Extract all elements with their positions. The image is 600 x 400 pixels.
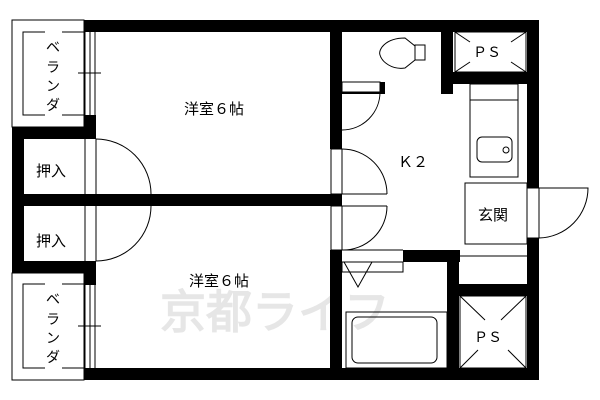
kitchen-label: Ｋ２ xyxy=(398,153,428,171)
closet-top: 押入 xyxy=(36,138,152,195)
veranda-char: ン xyxy=(46,79,60,95)
toilet-room xyxy=(341,37,426,131)
closet-bottom: 押入 xyxy=(36,205,152,262)
pipe-shaft-bottom: ＰＳ xyxy=(459,295,527,369)
washbasin-icon xyxy=(343,261,373,289)
kitchen-sink-icon xyxy=(476,136,513,163)
western-room-top-label: 洋室６帖 xyxy=(184,100,244,118)
ps-label: ＰＳ xyxy=(473,45,501,61)
closet-label: 押入 xyxy=(36,232,66,250)
bathtub-icon xyxy=(351,316,438,364)
veranda-char: ベ xyxy=(46,40,60,56)
ps-label: ＰＳ xyxy=(474,330,502,346)
veranda-char: ラ xyxy=(46,60,60,76)
walls xyxy=(12,20,539,380)
pipe-shaft-top: ＰＳ xyxy=(454,31,527,73)
veranda-char: ダ xyxy=(46,98,60,114)
veranda-top: ベ ラ ン ダ xyxy=(11,19,101,128)
veranda-char: ラ xyxy=(46,312,60,328)
veranda-bottom: ベ ラ ン ダ xyxy=(11,272,101,381)
western-room-bottom-label: 洋室６帖 xyxy=(189,272,249,290)
veranda-char: ダ xyxy=(46,350,60,366)
entrance: 玄関 xyxy=(459,182,589,257)
closet-label: 押入 xyxy=(36,162,66,180)
veranda-char: ン xyxy=(46,331,60,347)
bathroom xyxy=(341,261,448,369)
veranda-char: ベ xyxy=(46,292,60,308)
kitchen: Ｋ２ xyxy=(330,83,519,251)
entrance-label: 玄関 xyxy=(478,206,508,224)
